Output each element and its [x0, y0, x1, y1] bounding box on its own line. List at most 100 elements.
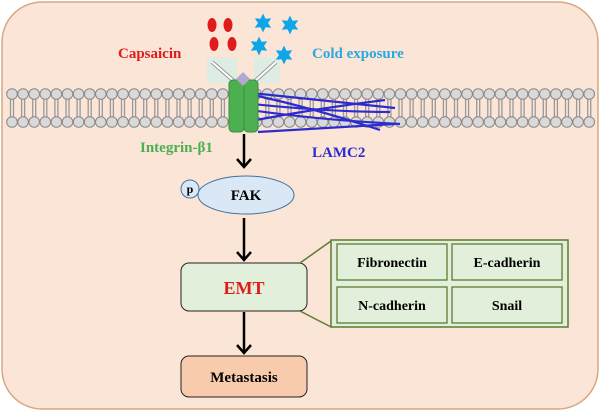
lipid-head — [217, 116, 229, 128]
lipid-head — [450, 88, 462, 100]
arrows — [236, 134, 252, 355]
lipid-head — [128, 88, 140, 100]
lipid-head — [6, 116, 18, 128]
lipid-head — [150, 116, 163, 128]
lipid-head — [183, 88, 196, 100]
lipid-head — [583, 116, 596, 128]
lipid-head — [161, 88, 174, 100]
emt-label: EMT — [223, 278, 264, 298]
lipid-head — [405, 116, 418, 128]
lipid-head — [539, 116, 551, 128]
marker-cell — [336, 286, 448, 324]
lipid-head — [350, 88, 362, 100]
lipid-head — [183, 116, 196, 128]
lipid-head — [39, 116, 52, 128]
lipid-head — [28, 88, 41, 100]
capsaicin-molecules — [207, 18, 237, 51]
lipid-head — [72, 88, 85, 100]
lipid-head — [483, 88, 496, 100]
metastasis-node — [180, 355, 308, 398]
marker-label: N-cadherin — [358, 299, 426, 314]
star-icon — [281, 15, 299, 35]
phospho-circle — [180, 179, 200, 199]
lipid-head — [206, 116, 218, 128]
lipid-head — [50, 116, 63, 128]
lipid-head — [172, 116, 185, 128]
lipid-head — [439, 88, 451, 100]
lipid-head — [206, 88, 218, 100]
lipid-head — [494, 88, 507, 100]
marker-cell — [451, 243, 563, 281]
star-icon — [275, 45, 293, 65]
marker-label: E-cadherin — [474, 256, 541, 271]
lipid-head — [106, 88, 118, 100]
lipid-head — [272, 88, 285, 100]
lipid-head — [328, 88, 340, 100]
lipid-head — [83, 116, 96, 128]
lipid-head — [383, 88, 396, 100]
lipid-head — [550, 116, 562, 128]
lipid-head — [28, 116, 41, 128]
lipid-head — [583, 88, 596, 100]
lipid-head — [117, 88, 129, 100]
marker-cell — [451, 286, 563, 324]
lipid-head — [61, 88, 74, 100]
lipid-head — [439, 116, 451, 128]
lipid-head — [383, 116, 396, 128]
lipid-head — [61, 116, 74, 128]
integrin-label: Integrin-β1 — [140, 140, 213, 156]
lipid-head — [294, 116, 307, 128]
lipid-head — [572, 116, 584, 128]
lipid-head — [394, 88, 407, 100]
lipid-head — [472, 88, 485, 100]
cold-exposure-label: Cold exposure — [312, 46, 404, 62]
lipid-head — [416, 88, 429, 100]
lipid-head — [461, 88, 473, 100]
lipid-head — [305, 88, 318, 100]
lipid-head — [527, 116, 540, 128]
lipid-head — [561, 116, 573, 128]
lipid-head — [405, 88, 418, 100]
lipid-head — [161, 116, 174, 128]
lipid-head — [472, 116, 485, 128]
lipid-head — [317, 88, 329, 100]
lipid-head — [95, 88, 107, 100]
lipid-head — [283, 116, 296, 128]
lamc2-label: LAMC2 — [312, 145, 365, 161]
lipid-head — [361, 88, 374, 100]
lipid-head — [50, 88, 63, 100]
lipid-head — [172, 88, 185, 100]
lipid-head — [217, 88, 229, 100]
star-icon — [254, 13, 272, 33]
lipid-head — [106, 116, 118, 128]
lipid-head — [450, 116, 462, 128]
lipid-head — [17, 88, 29, 100]
lipid-head — [483, 116, 496, 128]
lamc2-fibers — [249, 91, 401, 134]
lipid-head — [72, 116, 85, 128]
integrin-beta1-receptor — [228, 72, 259, 133]
capsaicin-label: Capsaicin — [118, 46, 182, 62]
lipid-head — [6, 88, 18, 100]
lipid-head — [150, 88, 163, 100]
fak-node — [197, 175, 295, 215]
lipid-head — [516, 116, 529, 128]
lipid-head — [83, 88, 96, 100]
lipid-head — [505, 116, 518, 128]
lipid-head — [572, 88, 584, 100]
callout-lines — [299, 240, 332, 328]
lipid-head — [539, 88, 551, 100]
lipid-head — [39, 88, 52, 100]
star-icon — [250, 36, 268, 56]
lipid-head — [561, 88, 573, 100]
lipid-head — [428, 88, 440, 100]
lipid-head — [461, 116, 473, 128]
lipid-head — [139, 88, 151, 100]
lipid-head — [139, 116, 151, 128]
lipid-head — [194, 116, 207, 128]
lipid-head — [194, 88, 207, 100]
lipid-head — [505, 88, 518, 100]
